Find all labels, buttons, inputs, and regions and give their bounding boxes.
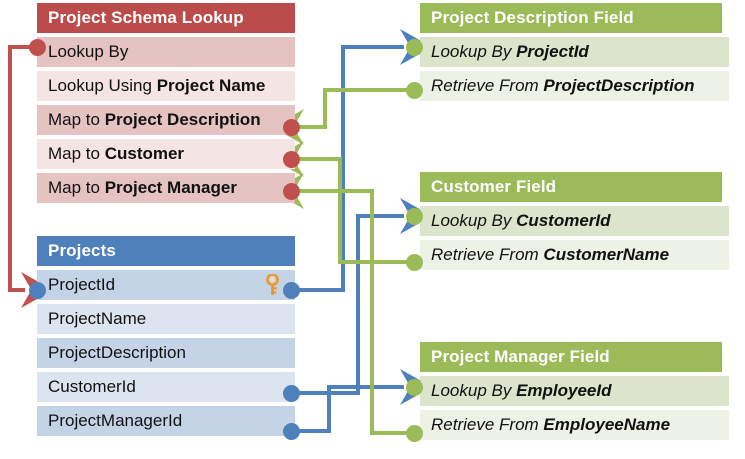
projects-row-projectdescription-label: ProjectDescription xyxy=(48,343,186,362)
projects-row-projectname-label: ProjectName xyxy=(48,309,147,328)
primary-key-icon xyxy=(265,273,280,296)
schema-row-map-pm-label: Map to xyxy=(48,178,105,197)
project-schema-lookup-panel: Project Schema Lookup Lookup By Lookup U… xyxy=(37,3,295,203)
connector-dot-schema-map-description[interactable] xyxy=(283,119,300,136)
description-field-retrieve-label: Retrieve From xyxy=(431,76,544,95)
projects-row-projectid-label: ProjectId xyxy=(48,275,116,294)
projects-row-customerid[interactable]: CustomerId xyxy=(37,372,295,402)
schema-row-map-to-project-manager[interactable]: Map to Project Manager xyxy=(37,173,295,203)
schema-row-map-customer-label: Map to xyxy=(48,144,105,163)
description-field-retrieve-value: ProjectDescription xyxy=(543,76,695,95)
connector-dot-projects-projectmanagerid[interactable] xyxy=(283,423,300,440)
connector-dot-description-lookup-by[interactable] xyxy=(406,39,423,56)
project-manager-field-lookup-label: Lookup By xyxy=(431,381,517,400)
schema-row-map-to-customer[interactable]: Map to Customer xyxy=(37,139,295,169)
schema-row-lookup-using-label: Lookup Using xyxy=(48,76,157,95)
connector-dot-schema-lookup-by[interactable] xyxy=(29,39,46,56)
wire-lookupby-to-projectid xyxy=(8,45,53,308)
project-manager-field-retrieve-value: EmployeeName xyxy=(543,415,671,434)
project-manager-field-lookup-value: EmployeeId xyxy=(516,381,612,400)
customer-field-retrieve-value: CustomerName xyxy=(543,245,670,264)
connector-dot-projects-projectid-left[interactable] xyxy=(29,282,46,299)
project-manager-field-retrieve-label: Retrieve From xyxy=(431,415,544,434)
connector-dot-schema-map-customer[interactable] xyxy=(283,151,300,168)
description-field-lookup-label: Lookup By xyxy=(431,42,517,61)
project-description-field-panel: Project Description Field Lookup By Proj… xyxy=(420,3,729,101)
schema-row-map-to-project-description[interactable]: Map to Project Description xyxy=(37,105,295,135)
wire-cust-retrieve-to-map-customer xyxy=(272,141,414,264)
projects-row-projectmanagerid-label: ProjectManagerId xyxy=(48,411,183,430)
connector-dot-projects-projectid-right[interactable] xyxy=(283,282,300,299)
connector-dot-schema-map-project-manager[interactable] xyxy=(283,183,300,200)
description-field-row-lookup-by[interactable]: Lookup By ProjectId xyxy=(420,37,729,67)
connector-dot-project-manager-lookup-by[interactable] xyxy=(406,379,423,396)
project-manager-field-panel: Project Manager Field Lookup By Employee… xyxy=(420,342,729,440)
wire-projectid-to-desc-lookup xyxy=(299,29,432,292)
customer-field-lookup-label: Lookup By xyxy=(431,211,517,230)
schema-row-map-customer-value: Customer xyxy=(104,144,185,163)
wire-desc-retrieve-to-map-desc xyxy=(272,88,414,145)
schema-row-map-desc-label: Map to xyxy=(48,110,105,129)
wire-pm-retrieve-to-map-pm xyxy=(272,173,414,435)
projects-row-projectid[interactable]: ProjectId xyxy=(37,270,295,300)
description-field-row-retrieve-from[interactable]: Retrieve From ProjectDescription xyxy=(420,71,729,101)
projects-row-projectname[interactable]: ProjectName xyxy=(37,304,295,334)
project-manager-field-row-retrieve-from[interactable]: Retrieve From EmployeeName xyxy=(420,410,729,440)
customer-field-row-lookup-by[interactable]: Lookup By CustomerId xyxy=(420,206,729,236)
projects-panel: Projects ProjectId ProjectName ProjectDe… xyxy=(37,236,295,436)
project-manager-field-row-lookup-by[interactable]: Lookup By EmployeeId xyxy=(420,376,729,406)
wire-pmid-to-pm-lookup xyxy=(299,369,432,433)
projects-row-projectmanagerid[interactable]: ProjectManagerId xyxy=(37,406,295,436)
connector-dot-projects-customerid[interactable] xyxy=(283,385,300,402)
connector-dot-customer-lookup-by[interactable] xyxy=(406,208,423,225)
schema-row-lookup-using-value: Project Name xyxy=(156,76,266,95)
schema-row-lookup-by-label: Lookup By xyxy=(48,42,129,61)
connector-dot-customer-retrieve-from[interactable] xyxy=(406,254,423,271)
customer-field-header: Customer Field xyxy=(420,172,722,202)
schema-row-map-pm-value: Project Manager xyxy=(104,178,237,197)
wire-customerid-to-cust-lookup xyxy=(299,198,432,395)
schema-row-map-desc-value: Project Description xyxy=(104,110,261,129)
customer-field-panel: Customer Field Lookup By CustomerId Retr… xyxy=(420,172,729,270)
description-field-header: Project Description Field xyxy=(420,3,722,33)
schema-panel-header: Project Schema Lookup xyxy=(37,3,295,33)
schema-row-lookup-by[interactable]: Lookup By xyxy=(37,37,295,67)
projects-panel-header: Projects xyxy=(37,236,295,266)
customer-field-retrieve-label: Retrieve From xyxy=(431,245,544,264)
description-field-lookup-value: ProjectId xyxy=(516,42,589,61)
customer-field-row-retrieve-from[interactable]: Retrieve From CustomerName xyxy=(420,240,729,270)
customer-field-lookup-value: CustomerId xyxy=(516,211,611,230)
project-manager-field-header: Project Manager Field xyxy=(420,342,722,372)
projects-row-customerid-label: CustomerId xyxy=(48,377,136,396)
connector-dot-project-manager-retrieve-from[interactable] xyxy=(406,425,423,442)
schema-row-lookup-using[interactable]: Lookup Using Project Name xyxy=(37,71,295,101)
projects-row-projectdescription[interactable]: ProjectDescription xyxy=(37,338,295,368)
connector-dot-description-retrieve-from[interactable] xyxy=(406,82,423,99)
